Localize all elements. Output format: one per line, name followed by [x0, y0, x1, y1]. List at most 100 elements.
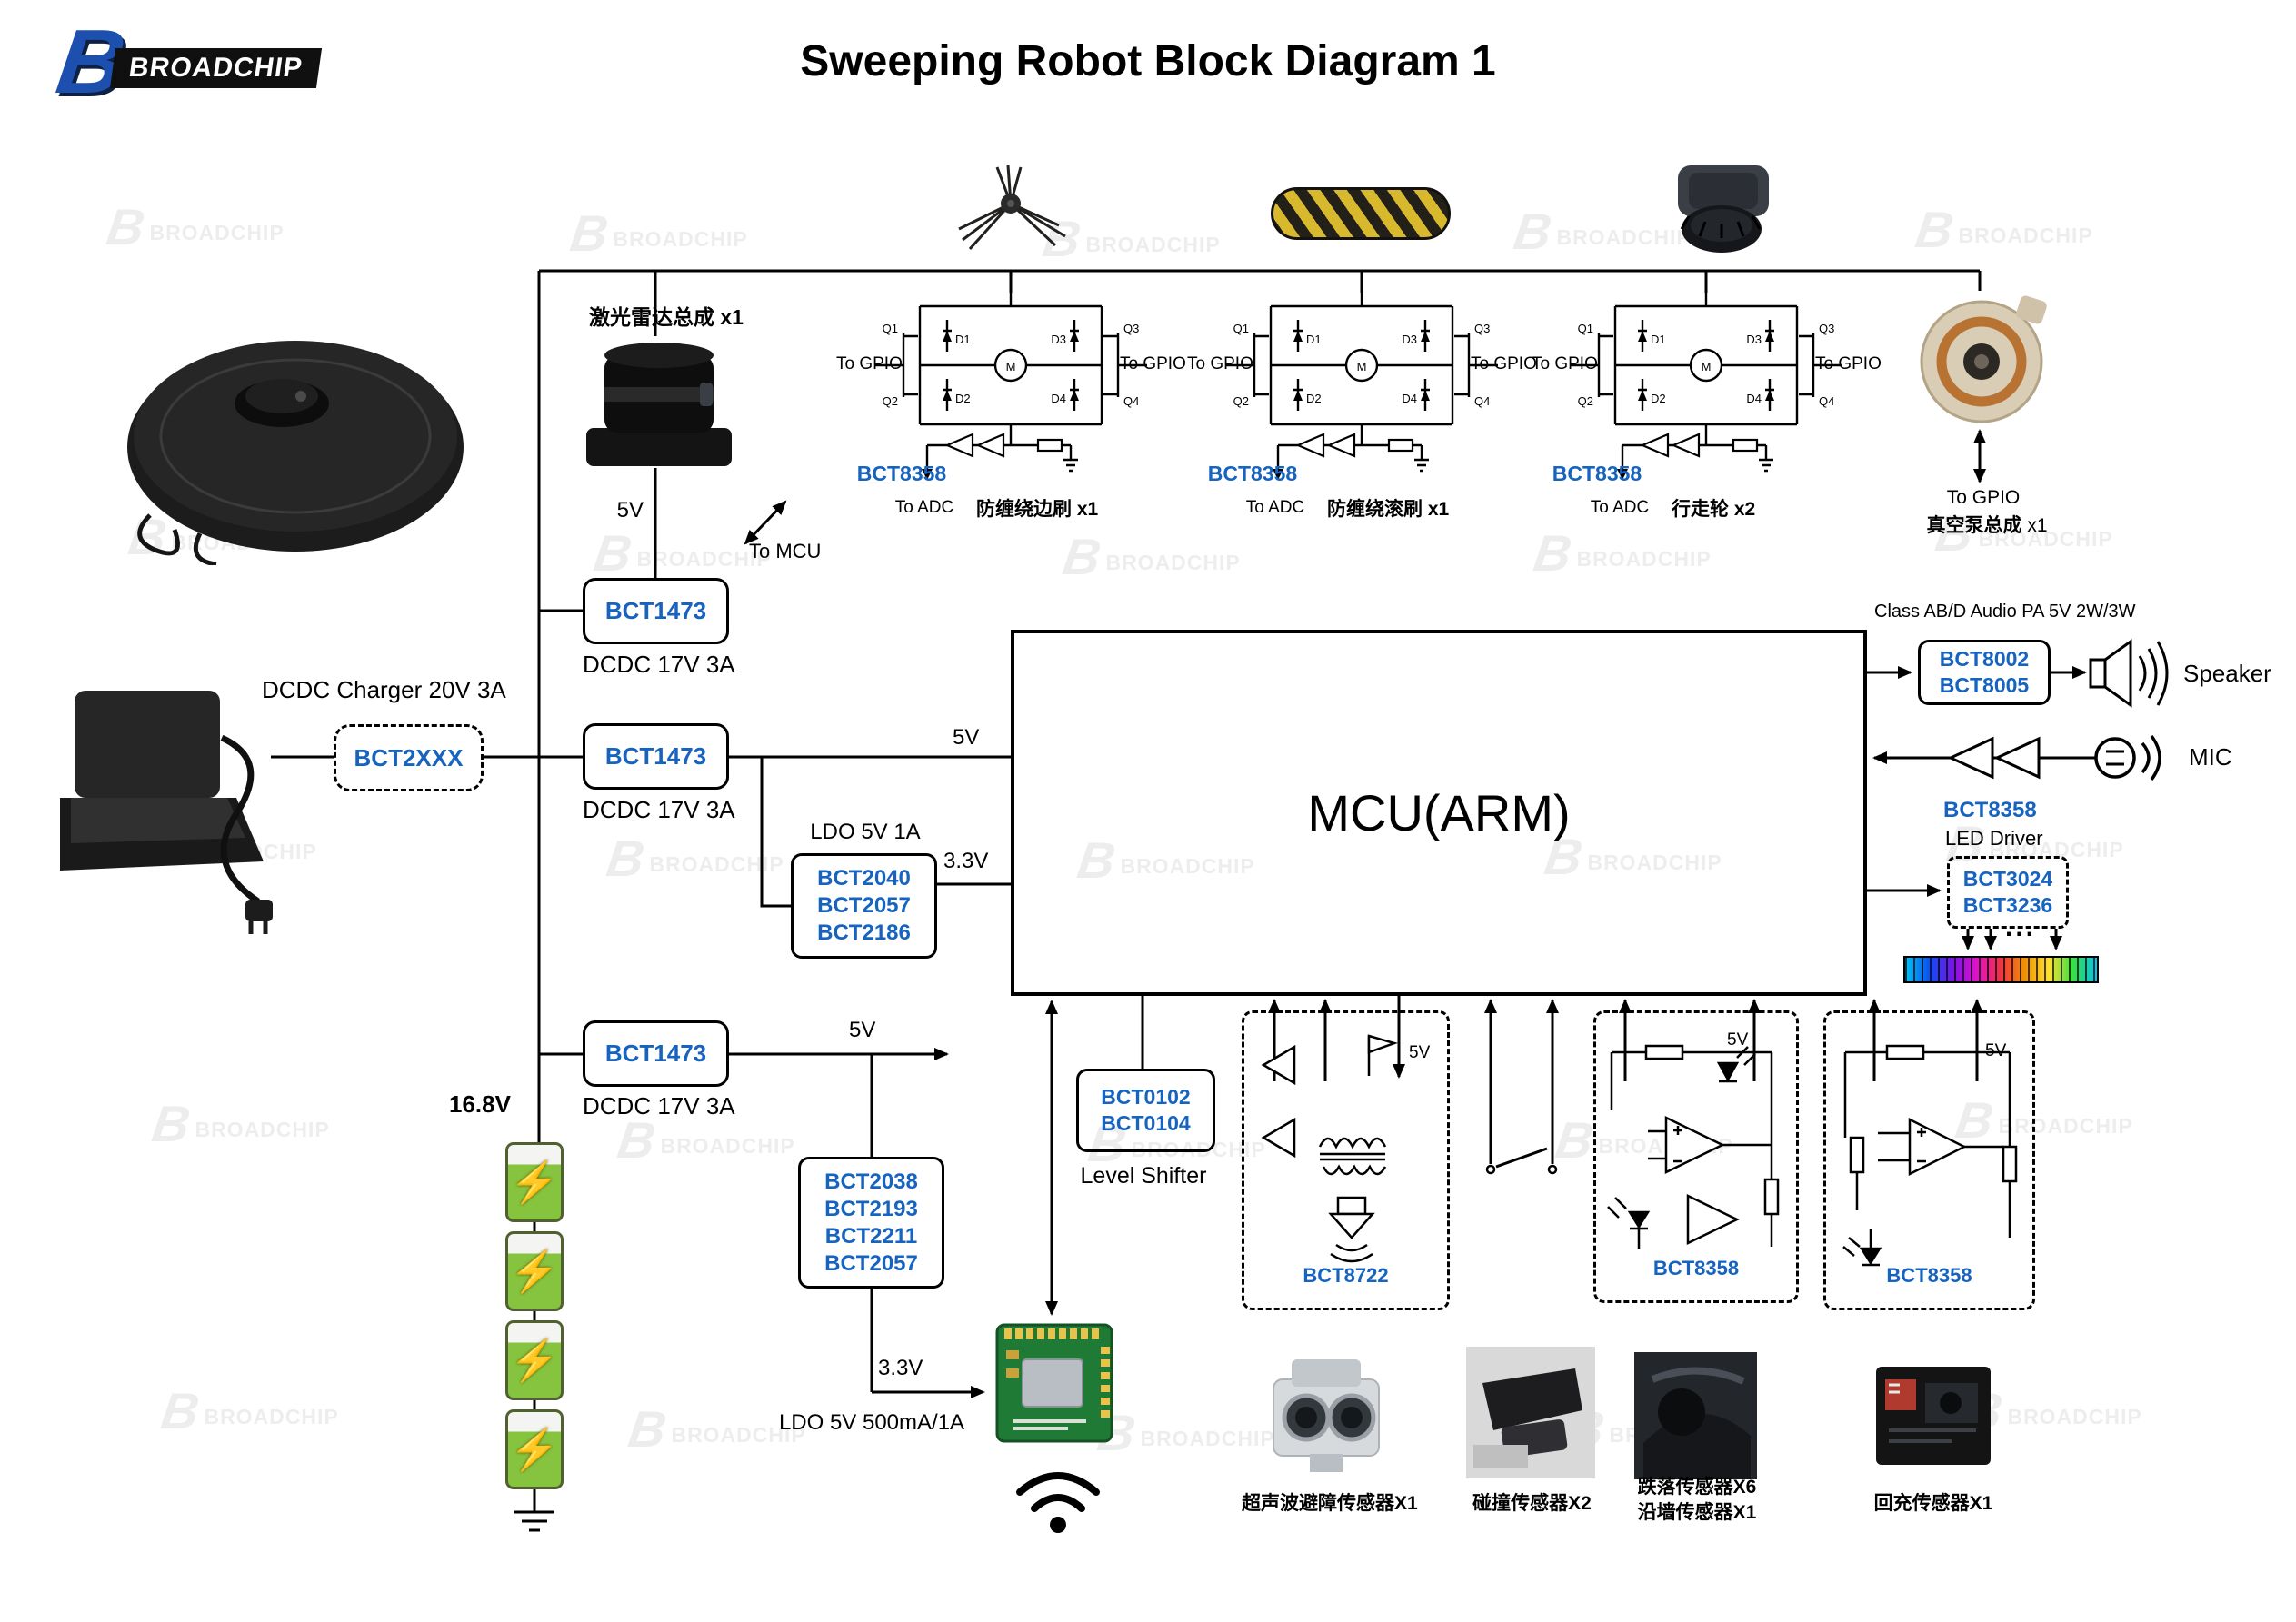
wifi-icon: [1016, 1472, 1100, 1533]
svg-text:D4: D4: [1402, 392, 1417, 405]
wall-sensor-caption: 沿墙传感器X1: [1637, 1502, 1757, 1523]
page-title: Sweeping Robot Block Diagram 1: [800, 37, 1496, 85]
charging-dock-photo: [60, 691, 273, 934]
ldo2-chip-2: BCT2193: [824, 1196, 918, 1221]
mic-icon: [2094, 734, 2161, 781]
ldo2-out-label: 3.3V: [878, 1356, 923, 1380]
ldo2-chip-4: BCT2057: [824, 1250, 918, 1276]
drop-sensor-photo: [1634, 1352, 1757, 1479]
side-brush-photo: [958, 165, 1066, 251]
dcdc2-out-label: 5V: [953, 725, 980, 750]
recharge-5v-label: 5V: [1985, 1041, 2007, 1060]
collision-sensor-photo: [1466, 1347, 1595, 1478]
lightning-icon: ⚡: [509, 1428, 560, 1472]
charger-caption: DCDC Charger 20V 3A: [262, 676, 506, 703]
ldo1-chip-2: BCT2057: [817, 893, 911, 918]
pump-gpio-label: To GPIO: [1946, 487, 2021, 508]
ls-chip-2: BCT0104: [1101, 1111, 1191, 1135]
dcdc3-caption: DCDC 17V 3A: [583, 1092, 735, 1119]
led-driver-chip-name: BCT8358: [1943, 798, 2037, 822]
ldo1-out-label: 3.3V: [943, 849, 989, 873]
recharge-circuit-art: [1842, 1044, 2018, 1267]
svg-text:Q2: Q2: [1233, 394, 1249, 408]
load-label-2: 防缠绕滚刷 x1: [1327, 499, 1450, 520]
svg-text:Q2: Q2: [883, 394, 898, 408]
ldo1-chip-box: BCT2040 BCT2057 BCT2186: [791, 853, 937, 959]
svg-text:Q1: Q1: [1233, 322, 1249, 335]
svg-text:M: M: [1702, 360, 1712, 373]
ultrasonic-circuit-art: [1261, 1034, 1399, 1263]
ldo2-caption: LDO 5V 500mA/1A: [778, 1410, 965, 1435]
svg-text:D1: D1: [955, 333, 971, 346]
led-driver-caption: LED Driver: [1945, 827, 2043, 850]
lidar-rail-label: 5V: [616, 498, 644, 522]
pump-caption: 真空泵总成 x1: [1926, 515, 2048, 536]
vacuum-pump-photo: [1920, 295, 2047, 423]
ldo1-chip-1: BCT2040: [817, 866, 911, 891]
svg-text:Q2: Q2: [1578, 394, 1593, 408]
led-dots: ...: [2005, 912, 2037, 942]
driver-chip-label-3: BCT8358: [1552, 462, 1642, 485]
lightning-icon: ⚡: [509, 1160, 560, 1205]
svg-text:D4: D4: [1051, 392, 1066, 405]
broadchip-logo: B BROADCHIP: [51, 11, 322, 113]
wifi-module-photo: [995, 1323, 1113, 1443]
brand-name: BROADCHIP: [110, 48, 322, 88]
gpio-right-label-3: To GPIO: [1815, 354, 1882, 373]
battery-cell: ⚡: [505, 1320, 564, 1400]
audio-pa-chip-2: BCT8005: [1939, 673, 2030, 697]
battery-cell: ⚡: [505, 1231, 564, 1311]
charger-chip-label: BCT2XXX: [354, 743, 464, 771]
adc-label-2: To ADC: [1245, 498, 1305, 517]
load-label-3: 行走轮 x2: [1672, 499, 1756, 520]
dcdc3-chip-box: BCT1473: [583, 1020, 729, 1087]
ldo2-chip-3: BCT2211: [824, 1223, 918, 1249]
ls-chip-1: BCT0102: [1101, 1085, 1191, 1110]
lidar-to-mcu-label: To MCU: [749, 540, 822, 562]
battery-cell: ⚡: [505, 1409, 564, 1489]
svg-text:M: M: [1357, 360, 1367, 373]
ultrasonic-circuit-box: BCT8722: [1242, 1010, 1450, 1310]
recharge-chip-label: BCT8358: [1886, 1264, 1972, 1287]
level-shifter-caption: Level Shifter: [1080, 1163, 1207, 1189]
drop-5v-label: 5V: [1727, 1030, 1749, 1050]
svg-text:D3: D3: [1051, 333, 1066, 346]
ultrasonic-sensor-photo: [1273, 1359, 1380, 1472]
gpio-right-label-1: To GPIO: [1120, 354, 1186, 373]
dcdc2-caption: DCDC 17V 3A: [583, 796, 735, 823]
lidar-caption: 激光雷达总成 x1: [589, 305, 744, 329]
recharge-circuit-box: BCT8358: [1823, 1010, 2035, 1310]
gpio-left-label-3: To GPIO: [1532, 354, 1598, 373]
svg-text:D3: D3: [1746, 333, 1762, 346]
collision-sensor-caption: 碰撞传感器X2: [1472, 1493, 1592, 1514]
svg-text:D3: D3: [1402, 333, 1417, 346]
svg-text:D4: D4: [1746, 392, 1762, 405]
led-chip-1: BCT3024: [1962, 867, 2053, 891]
mic-label: MIC: [2189, 743, 2232, 771]
svg-text:D1: D1: [1306, 333, 1322, 346]
drop-sensor-caption: 跌落传感器X6: [1637, 1477, 1757, 1498]
svg-text:Q4: Q4: [1123, 394, 1139, 408]
ldo2-chip-1: BCT2038: [824, 1169, 918, 1194]
ldo1-chip-3: BCT2186: [817, 920, 911, 945]
audio-pa-chip-1: BCT8002: [1939, 647, 2030, 672]
ultrasonic-chip-label: BCT8722: [1303, 1264, 1389, 1287]
driver-chip-label-2: BCT8358: [1207, 462, 1298, 485]
lidar-photo: [586, 343, 732, 466]
adc-label-3: To ADC: [1590, 498, 1650, 517]
dcdc1-caption: DCDC 17V 3A: [583, 651, 735, 678]
led-bar: [1903, 956, 2099, 983]
mcu-block: MCU(ARM): [1011, 630, 1867, 996]
drop-sensor-circuit-box: BCT8358: [1593, 1010, 1799, 1303]
lightning-icon: ⚡: [509, 1249, 560, 1294]
drop-chip-label: BCT8358: [1652, 1257, 1740, 1279]
svg-text:D2: D2: [1306, 392, 1322, 405]
gpio-right-label-2: To GPIO: [1471, 354, 1537, 373]
audio-pa-caption: Class AB/D Audio PA 5V 2W/3W: [1874, 602, 2136, 622]
ultrasonic-sensor-caption: 超声波避障传感器X1: [1242, 1493, 1418, 1514]
robot-vacuum-photo: [127, 341, 464, 565]
load-label-1: 防缠绕边刷 x1: [976, 499, 1099, 520]
